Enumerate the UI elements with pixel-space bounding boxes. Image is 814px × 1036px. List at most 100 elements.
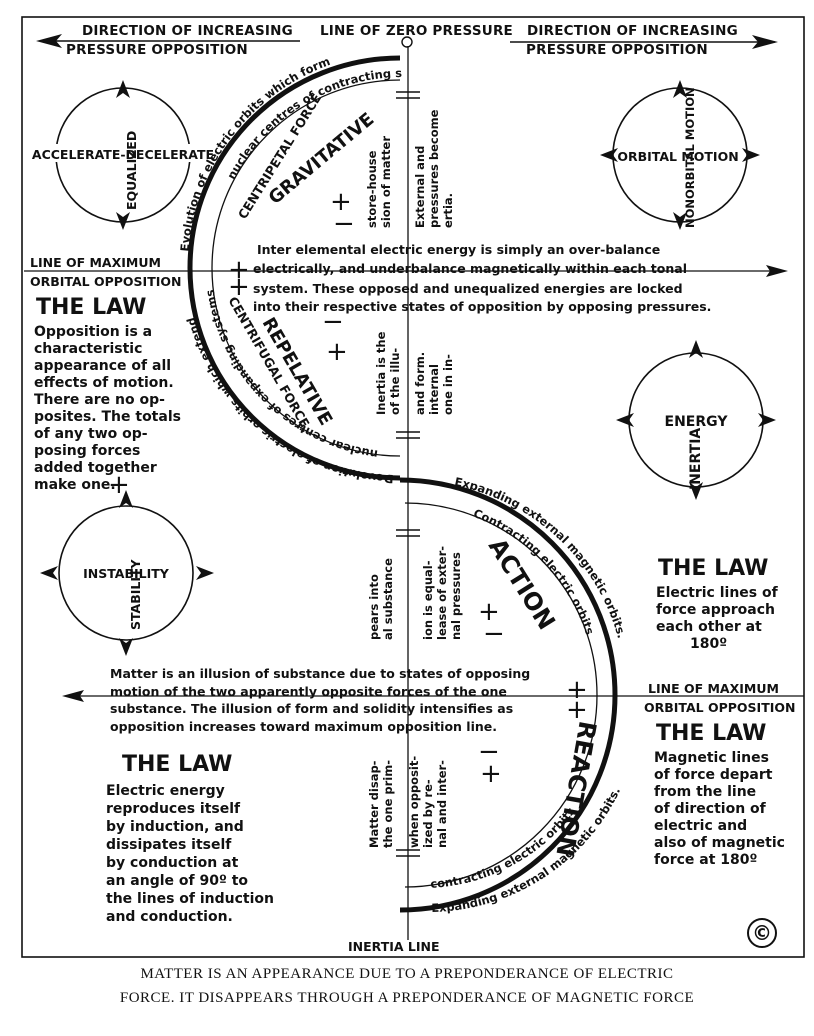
- vert-upper-j: one in in-: [441, 354, 455, 415]
- svg-text:make one.: make one.: [34, 477, 116, 493]
- caption-line-1: MATTER IS AN APPEARANCE DUE TO A PREPOND…: [140, 966, 674, 982]
- circle-top-right-h: ORBITAL MOTION: [617, 149, 738, 164]
- svg-text:reproduces itself: reproduces itself: [106, 801, 241, 817]
- law-3-title: THE LAW: [656, 721, 766, 746]
- max-label-left-2: ORBITAL OPPOSITION: [30, 274, 181, 289]
- copyright-symbol: ©: [752, 921, 772, 945]
- caption-line-2: FORCE. IT DISAPPEARS THROUGH A PREPONDER…: [119, 990, 695, 1006]
- svg-text:appearance of all: appearance of all: [34, 358, 171, 374]
- circle-top-right-v: NONORBITAL MOTION: [683, 87, 697, 228]
- middle-text-line-1: Inter elemental electric energy is simpl…: [257, 242, 660, 257]
- vert-lower-j: nal and inter-: [435, 760, 449, 848]
- vert-upper-d: pressures become: [427, 109, 441, 228]
- vert-lower-d: lease of exter-: [435, 546, 449, 640]
- s-curve-lower-inner: [404, 502, 598, 888]
- middle-text-line-2: electrically, and underbalance magnetica…: [253, 261, 687, 276]
- law-2-title: THE LAW: [658, 556, 768, 581]
- max-label-right-2: ORBITAL OPPOSITION: [644, 700, 795, 715]
- svg-text:an angle of 90º to: an angle of 90º to: [106, 873, 248, 889]
- vert-lower-i: ized by re-: [421, 779, 435, 848]
- vert-upper-g: of the illu-: [388, 348, 402, 415]
- svg-text:and conduction.: and conduction.: [106, 909, 233, 925]
- arrowhead-lower-left: [62, 690, 84, 702]
- diagram-frame: [21, 16, 805, 958]
- law-1-plus: +: [108, 470, 130, 500]
- vert-lower-h: when opposit-: [407, 756, 421, 848]
- svg-text:by conduction at: by conduction at: [106, 855, 239, 871]
- axis-plus-upper-2: +: [228, 272, 250, 302]
- upper-plus-2: +: [326, 337, 348, 367]
- svg-text:from the line: from the line: [654, 784, 756, 800]
- lower-minus-1: −: [483, 619, 505, 649]
- lower-text-line-3: substance. The illusion of form and soli…: [110, 701, 513, 716]
- max-label-left-1: LINE OF MAXIMUM: [30, 255, 161, 270]
- lower-plus-1: +: [478, 597, 500, 627]
- middle-text-line-4: into their respective states of oppositi…: [253, 299, 711, 314]
- svg-text:effects of motion.: effects of motion.: [34, 375, 174, 391]
- header-left-bottom: PRESSURE OPPOSITION: [66, 42, 248, 58]
- svg-text:characteristic: characteristic: [34, 341, 142, 357]
- svg-text:dissipates itself: dissipates itself: [106, 837, 232, 853]
- lower-text-line-1: Matter is an illusion of substance due t…: [110, 666, 530, 681]
- svg-text:force at 180º: force at 180º: [654, 852, 758, 868]
- circle-top-left-v: EQUALIZED: [124, 131, 139, 210]
- vert-lower-f: Matter disap-: [367, 760, 381, 848]
- law-4-body: Electric energy reproduces itself by ind…: [106, 783, 274, 925]
- max-label-right-1: LINE OF MAXIMUM: [648, 681, 779, 696]
- svg-text:Electric lines of: Electric lines of: [656, 585, 779, 601]
- header-right-bottom: PRESSURE OPPOSITION: [526, 42, 708, 58]
- circle-bottom-left-v: STABILITY: [128, 558, 143, 630]
- s-curve-upper: [187, 55, 401, 481]
- svg-text:There are no op-: There are no op-: [34, 392, 165, 408]
- copyright-circle: [747, 918, 777, 948]
- circle-top-right: [600, 80, 760, 230]
- arrowhead-right: [752, 35, 778, 49]
- svg-text:posites. The totals: posites. The totals: [34, 409, 181, 425]
- arrowhead-left: [36, 34, 62, 48]
- lower-minus-2: −: [478, 737, 500, 767]
- law-2-body: Electric lines of force approach each ot…: [656, 585, 779, 652]
- axis-hash-marks: [396, 91, 420, 857]
- svg-text:electric and: electric and: [654, 818, 747, 834]
- vert-upper-b: sion of matter: [379, 136, 393, 228]
- svg-text:Opposition is a: Opposition is a: [34, 324, 152, 340]
- header-right-top: DIRECTION OF INCREASING: [527, 23, 738, 39]
- vert-upper-i: internal: [427, 364, 441, 415]
- lower-plus-2: +: [480, 759, 502, 789]
- vert-lower-a: pears into: [367, 574, 381, 640]
- vert-upper-h: and form.: [413, 352, 427, 415]
- upper-minus-1: −: [333, 209, 355, 239]
- vert-upper-c: External and: [413, 146, 427, 228]
- svg-text:of any two op-: of any two op-: [34, 426, 148, 442]
- vert-lower-e: nal pressures: [449, 552, 463, 640]
- upper-minus-2: −: [322, 307, 344, 337]
- lower-text-line-4: opposition increases toward maximum oppo…: [110, 719, 497, 734]
- axis-plus-lower-1: +: [566, 675, 588, 705]
- vert-lower-c: ion is equal-: [421, 560, 435, 640]
- svg-text:also of magnetic: also of magnetic: [654, 835, 785, 851]
- zero-pressure-origin: [401, 36, 413, 48]
- svg-text:the lines of induction: the lines of induction: [106, 891, 274, 907]
- lower-text-line-2: motion of the two apparently opposite fo…: [110, 684, 507, 699]
- vert-lower-g: the one prim-: [381, 760, 395, 848]
- law-1-title: THE LAW: [36, 295, 146, 320]
- circle-bottom-left: [40, 490, 214, 656]
- s-curve-lower: [399, 477, 618, 913]
- vert-lower-b: al substance: [381, 558, 395, 640]
- vert-upper-a: store-house: [365, 150, 379, 228]
- axis-plus-lower-2: +: [566, 695, 588, 725]
- vert-upper-e: ertia.: [441, 193, 455, 228]
- header-center: LINE OF ZERO PRESSURE: [320, 23, 513, 39]
- svg-text:180º: 180º: [690, 636, 727, 652]
- svg-text:of force depart: of force depart: [654, 767, 773, 783]
- svg-text:added together: added together: [34, 460, 157, 476]
- svg-text:each other at: each other at: [656, 619, 762, 635]
- vert-upper-f: Inertia is the: [374, 331, 388, 415]
- svg-text:Electric energy: Electric energy: [106, 783, 225, 799]
- svg-text:force approach: force approach: [656, 602, 775, 618]
- circle-mid-right-h: ENERGY: [665, 414, 729, 430]
- svg-text:Magnetic lines: Magnetic lines: [654, 750, 769, 766]
- axis-plus-upper-1: +: [228, 255, 250, 285]
- circle-mid-right-v: INERTIA: [688, 428, 704, 490]
